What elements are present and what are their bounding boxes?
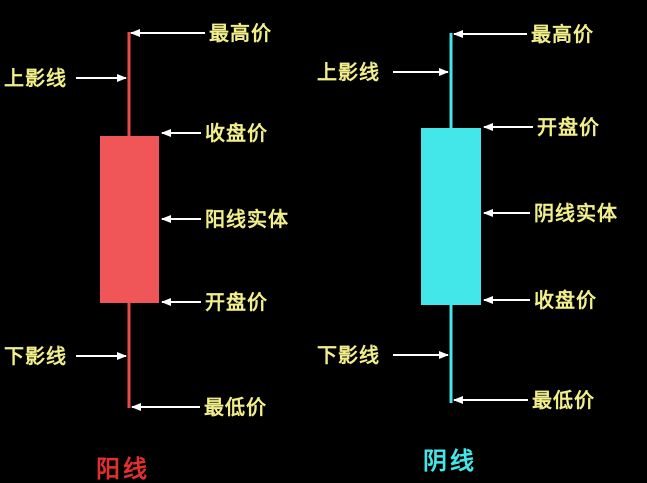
yin-close-label: 收盘价	[534, 288, 597, 312]
yin-arrows	[393, 30, 533, 404]
yang-body	[100, 136, 159, 303]
yin-upper-shadow-label: 上影线	[317, 60, 380, 84]
yin-body	[421, 128, 481, 305]
yin-body-label: 阴线实体	[534, 201, 618, 225]
yang-arrows	[76, 29, 205, 411]
yang-high-label: 最高价	[209, 21, 272, 45]
yang-candle	[100, 32, 159, 408]
yang-body-label: 阳线实体	[205, 207, 289, 231]
yin-low-label: 最低价	[532, 388, 595, 412]
yin-candle	[421, 33, 481, 403]
yin-open-label: 开盘价	[537, 115, 600, 139]
yin-title: 阴线	[423, 447, 477, 475]
yang-open-label: 开盘价	[205, 290, 268, 314]
yang-lower-shadow-label: 下影线	[4, 344, 67, 368]
yang-title: 阳线	[96, 455, 150, 483]
yang-low-label: 最低价	[204, 395, 267, 419]
candlestick-diagram	[76, 29, 533, 411]
yang-close-label: 收盘价	[205, 121, 268, 145]
yin-lower-shadow-label: 下影线	[317, 343, 380, 367]
yin-high-label: 最高价	[531, 22, 594, 46]
yang-upper-shadow-label: 上影线	[4, 66, 67, 90]
